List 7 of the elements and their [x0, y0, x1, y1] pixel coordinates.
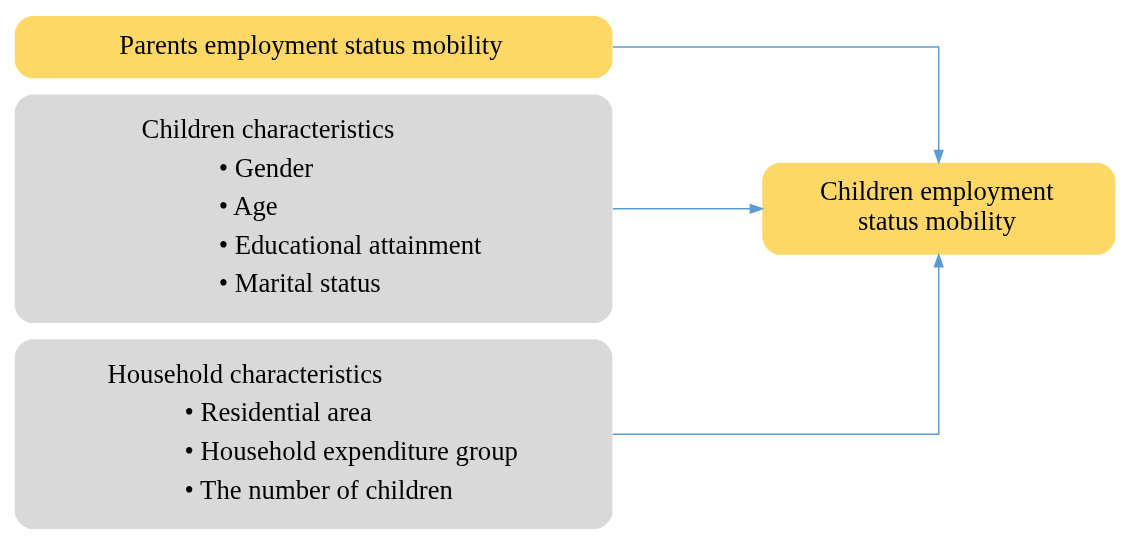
node-box: Household characteristics • Residential area • Household expenditure group • The number of children — [14, 338, 613, 529]
node-box: Children characteristics • Gender • Age • Educational attainment • Marital status — [14, 94, 613, 323]
arrow — [612, 252, 944, 435]
arrow — [612, 45, 944, 165]
arrow — [612, 203, 765, 214]
node-box: Children employment status mobility — [762, 162, 1116, 255]
node-box: Parents employment status mobility — [14, 15, 613, 78]
